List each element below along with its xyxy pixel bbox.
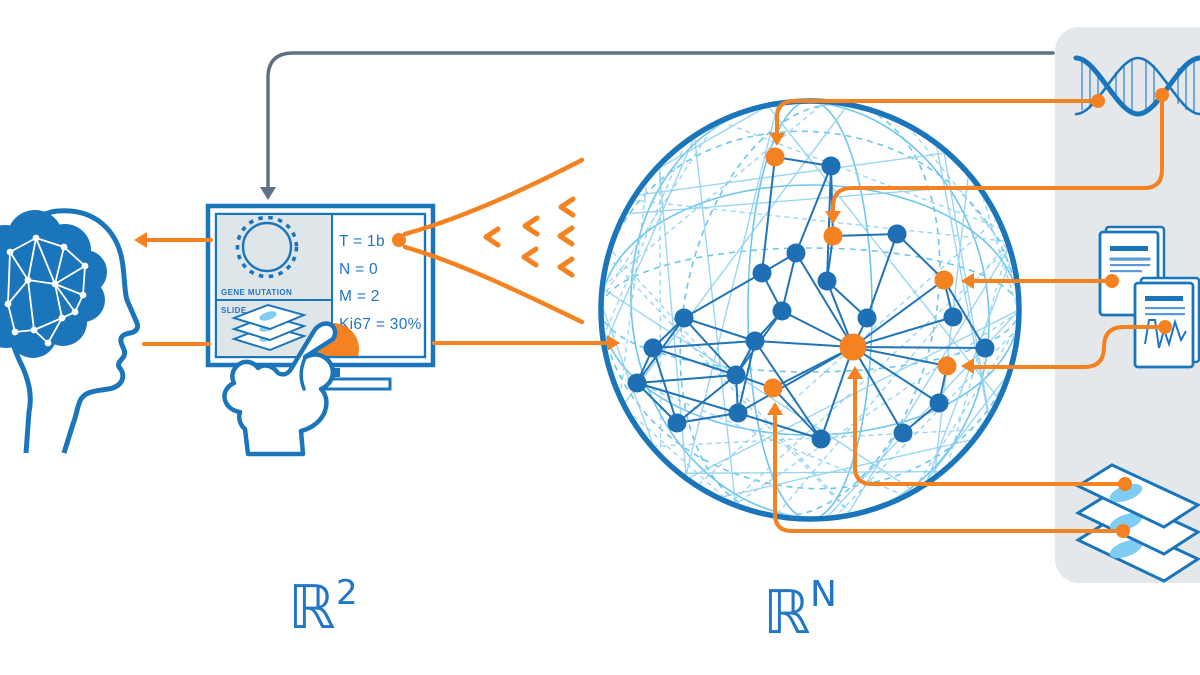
rn-label: ℝ N — [763, 574, 837, 648]
tnm-readings: T = 1b N = 0 M = 2 Ki67 = 30% — [339, 233, 422, 333]
connector-layer — [134, 51, 1172, 538]
gene-mutation-panel: GENE MUTATION — [215, 213, 333, 301]
arrowhead-slide-link-2 — [767, 402, 783, 415]
node-B14 — [726, 365, 746, 385]
mini-slide-stack-icon — [230, 303, 308, 352]
node-B18 — [893, 423, 913, 443]
connector-dna-link-1 — [775, 99, 1100, 138]
node-B9 — [943, 307, 963, 327]
rn-symbol: ℝ — [763, 578, 811, 648]
network-nodes — [627, 147, 995, 449]
node-B2 — [887, 224, 907, 244]
node-B5 — [817, 271, 837, 291]
connector-funnel-bottom — [402, 244, 585, 325]
anchor-dot-funnel-top — [392, 233, 406, 247]
arrowhead-dna-link-1 — [769, 133, 785, 146]
reading-n: N = 0 — [339, 261, 378, 278]
node-B8 — [857, 308, 877, 328]
connector-slide-link-1 — [853, 374, 1127, 486]
node-B6 — [772, 301, 792, 321]
reading-m: M = 2 — [339, 288, 380, 305]
connector-feedback-arrow — [266, 51, 1055, 192]
arrowhead-feedback-arrow — [260, 187, 276, 200]
anchor-dot-dna-link-1 — [1091, 94, 1105, 108]
projection-chevrons — [483, 196, 576, 278]
anchor-dot-dna-link-2 — [1155, 88, 1169, 102]
slide-label: SLIDE — [221, 306, 247, 315]
highlighted-node-O6 — [763, 378, 783, 398]
rn-exponent: N — [810, 574, 837, 615]
node-B1 — [821, 156, 841, 176]
arrowhead-report-link — [961, 273, 974, 289]
anchor-dot-chart-report-link — [1158, 320, 1172, 334]
brain-network — [4, 234, 89, 347]
node-B16 — [728, 403, 748, 423]
anchor-dot-report-link — [1105, 274, 1119, 288]
highlighted-node-O3 — [934, 270, 954, 290]
reading-t: T = 1b — [339, 233, 385, 250]
highlighted-node-O4 — [839, 333, 867, 361]
node-B3 — [786, 243, 806, 263]
arrowhead-tablet-to-head — [134, 232, 147, 248]
arrowhead-slide-link-1 — [847, 366, 863, 379]
connector-chart-report-link — [968, 325, 1167, 369]
node-B19 — [929, 393, 949, 413]
anchor-dot-slide-link-1 — [1118, 477, 1132, 491]
highlighted-node-O5 — [937, 356, 957, 376]
reading-ki67: Ki67 = 30% — [339, 316, 422, 333]
node-B11 — [745, 331, 765, 351]
pointing-hand-icon — [222, 321, 338, 457]
data-sources-panel — [1055, 27, 1200, 583]
slide-stack-icon — [1074, 463, 1200, 583]
gene-circle-icon — [241, 221, 293, 273]
arrowhead-dna-link-2 — [825, 211, 841, 224]
highlighted-node-O1 — [765, 147, 785, 167]
anchor-dot-slide-link-2 — [1116, 524, 1130, 538]
human-head-icon — [0, 208, 141, 454]
r2-exponent: 2 — [336, 573, 358, 613]
brain-icon — [0, 210, 107, 358]
connector-funnel-top — [402, 157, 585, 237]
node-B4 — [752, 263, 772, 283]
node-B13 — [627, 373, 647, 393]
sphere-diagram — [598, 98, 1022, 522]
arrowhead-chart-report-link — [961, 358, 974, 374]
connector-slide-link-2 — [773, 410, 1125, 533]
node-B12 — [975, 338, 995, 358]
gene-ring-icon — [235, 215, 299, 279]
r2-label: ℝ 2 — [288, 573, 358, 643]
node-B10 — [643, 338, 663, 358]
arrowhead-tablet-to-sphere — [607, 335, 620, 351]
node-B7 — [674, 308, 694, 328]
tablet-icon: GENE MUTATION SLIDE T = 1b N = 0 M = 2 K… — [205, 203, 436, 457]
r2-symbol: ℝ — [288, 573, 336, 643]
highlighted-node-O2 — [823, 226, 843, 246]
gene-mutation-label: GENE MUTATION — [221, 288, 292, 297]
connector-dna-link-2 — [831, 93, 1164, 216]
node-B15 — [667, 413, 687, 433]
node-B17 — [811, 429, 831, 449]
